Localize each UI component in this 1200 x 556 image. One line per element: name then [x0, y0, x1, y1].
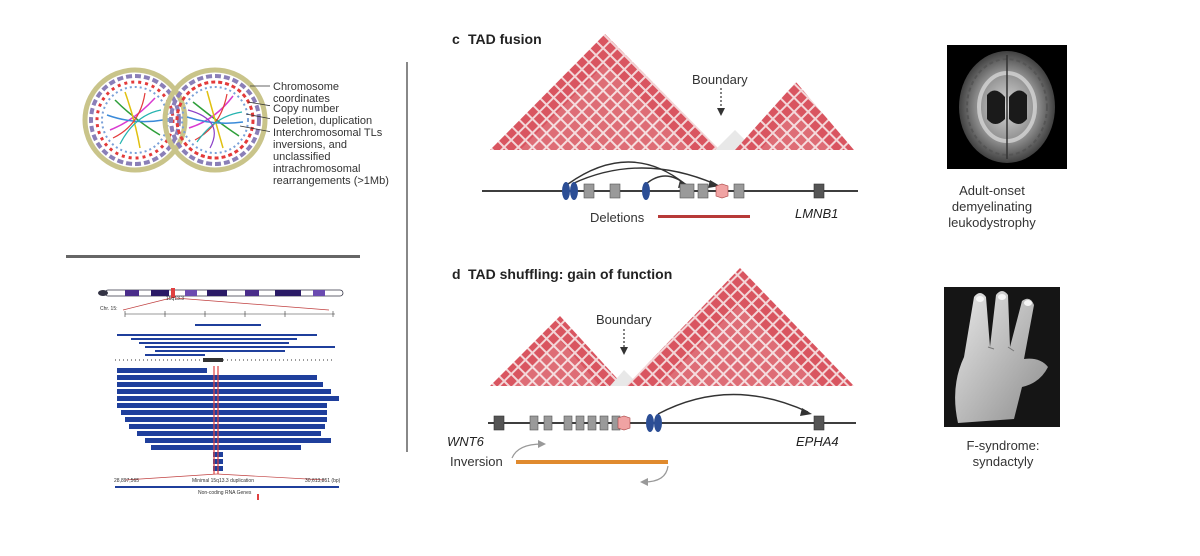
panel-c-gene-lmnb1: LMNB1: [795, 206, 839, 221]
panel-c-boundary-label: Boundary: [692, 72, 748, 87]
panel-d-boundary-label: Boundary: [596, 312, 652, 327]
circos-plots: [82, 67, 270, 173]
panel-d-inversion-label: Inversion: [450, 454, 503, 469]
panel-d-letter: d: [452, 266, 461, 282]
circos-legend-copy-number: Copy number: [273, 103, 340, 115]
vertical-separator: [406, 62, 408, 452]
cnv-band-label: 15q13.3: [166, 296, 185, 302]
panel-d-tad-heatmap: [490, 268, 854, 386]
panel-d-caption: F-syndrome: syndactyly: [966, 438, 1040, 469]
cnv-noncoding-label: Non-coding RNA Genes: [198, 490, 252, 496]
panel-c-boundary-arrow: [717, 88, 725, 116]
circos-legend-coordinates: Chromosome coordinates: [273, 81, 340, 105]
panel-d-genome-track: [488, 393, 856, 486]
panel-d-title: TAD shuffling: gain of function: [468, 266, 673, 282]
panel-c-deletions-label: Deletions: [590, 210, 645, 225]
circos-legend-rearrangements: Interchromosomal TLs inversions, and unc…: [273, 127, 389, 187]
left-separator: [66, 255, 360, 258]
brain-mri-image: [947, 45, 1067, 169]
panel-d-gene-epha4: EPHA4: [796, 434, 839, 449]
panel-c-caption: Adult-onset demyelinating leukodystrophy: [948, 183, 1036, 230]
cnv-minimal-label: Minimal 15q13.3 duplication: [192, 478, 254, 484]
panel-c-genome-track: [482, 161, 858, 218]
panel-c-title: TAD fusion: [468, 31, 542, 47]
cnv-right-coord: 30,613,851 (bp): [305, 478, 341, 484]
panel-c-tad-heatmap: [490, 34, 854, 150]
cnv-left-coord: 28,897,565: [114, 478, 140, 484]
cnv-bars: [117, 368, 339, 471]
cnv-chr-label: Chr. 15:: [100, 306, 118, 312]
panel-d-gene-wnt6: WNT6: [447, 434, 484, 449]
panel-c-letter: c: [452, 31, 460, 47]
circos-legend-deletion: Deletion, duplication: [273, 115, 373, 127]
panel-d-boundary-arrow: [620, 329, 628, 355]
hand-syndactyly-image: [944, 287, 1060, 427]
circos-plot-left: [82, 67, 188, 173]
cnv-figure: [98, 288, 344, 500]
circos-plot-right: [162, 67, 268, 173]
